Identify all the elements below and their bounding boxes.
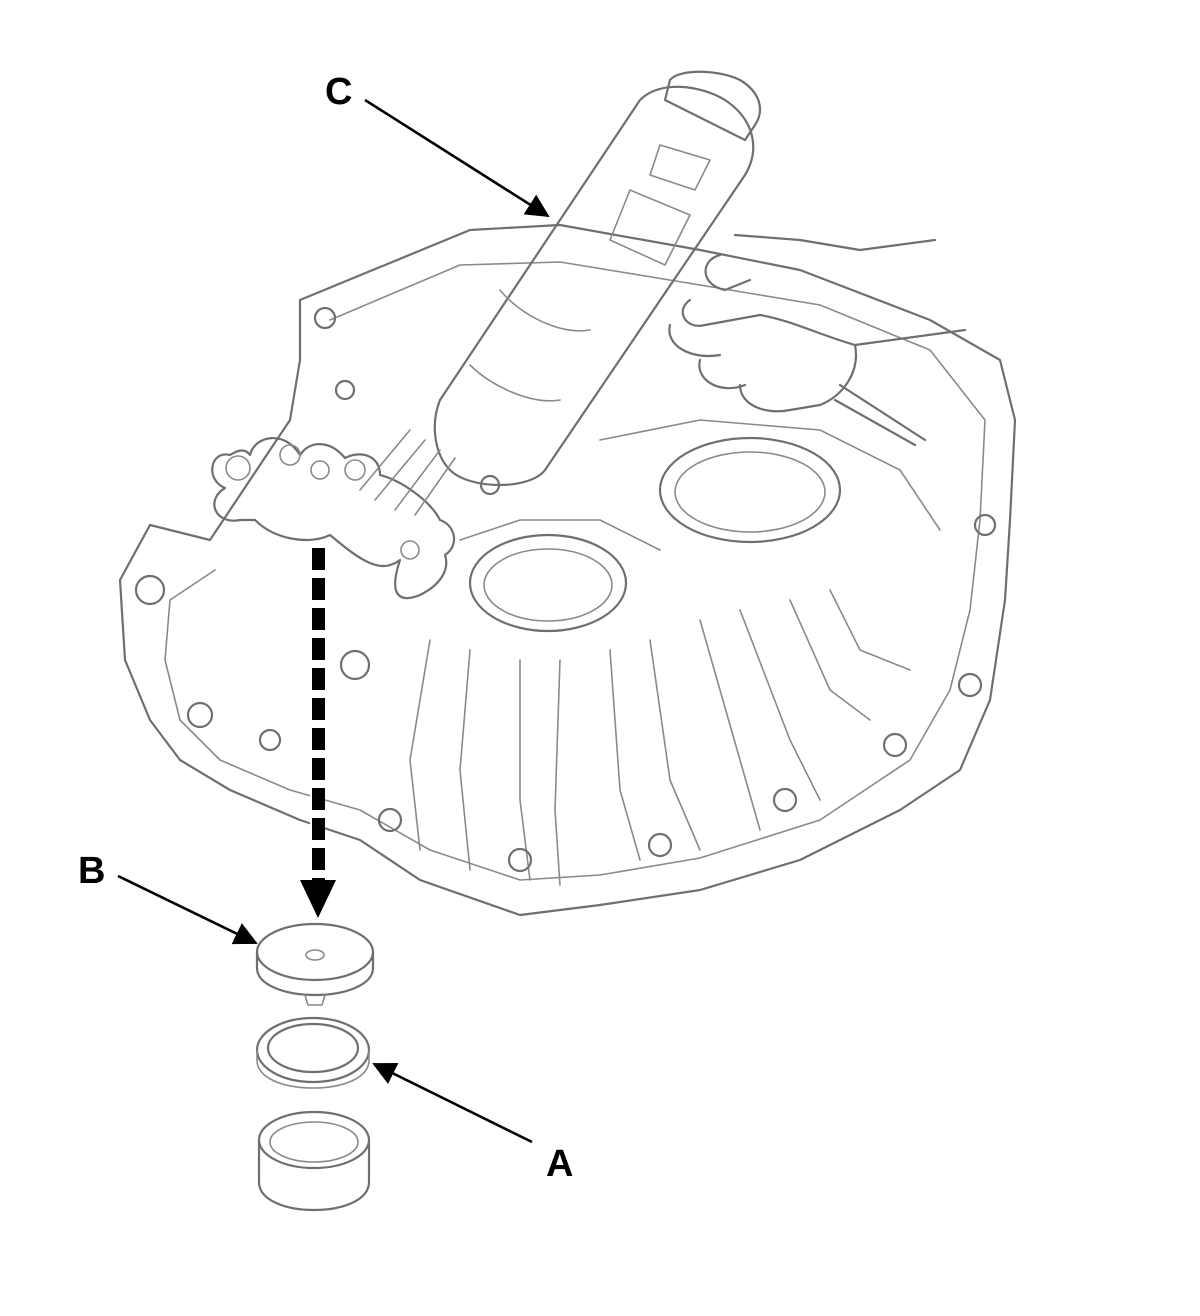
callout-b-label: B <box>78 850 106 892</box>
transmission-housing <box>118 223 1017 917</box>
heat-gun <box>359 70 762 516</box>
leader-line-c <box>364 98 550 218</box>
part-b-cap <box>255 922 375 1006</box>
leader-line-a <box>372 1062 533 1144</box>
callout-a-label: A <box>546 1143 574 1185</box>
hand <box>668 233 967 447</box>
leader-line-b <box>117 874 258 945</box>
callout-c-label: C <box>325 71 353 113</box>
installation-direction-arrow <box>300 548 336 918</box>
part-a-ring <box>255 1016 371 1089</box>
foam-puddle <box>211 437 456 600</box>
bushing-sleeve <box>257 1110 371 1212</box>
